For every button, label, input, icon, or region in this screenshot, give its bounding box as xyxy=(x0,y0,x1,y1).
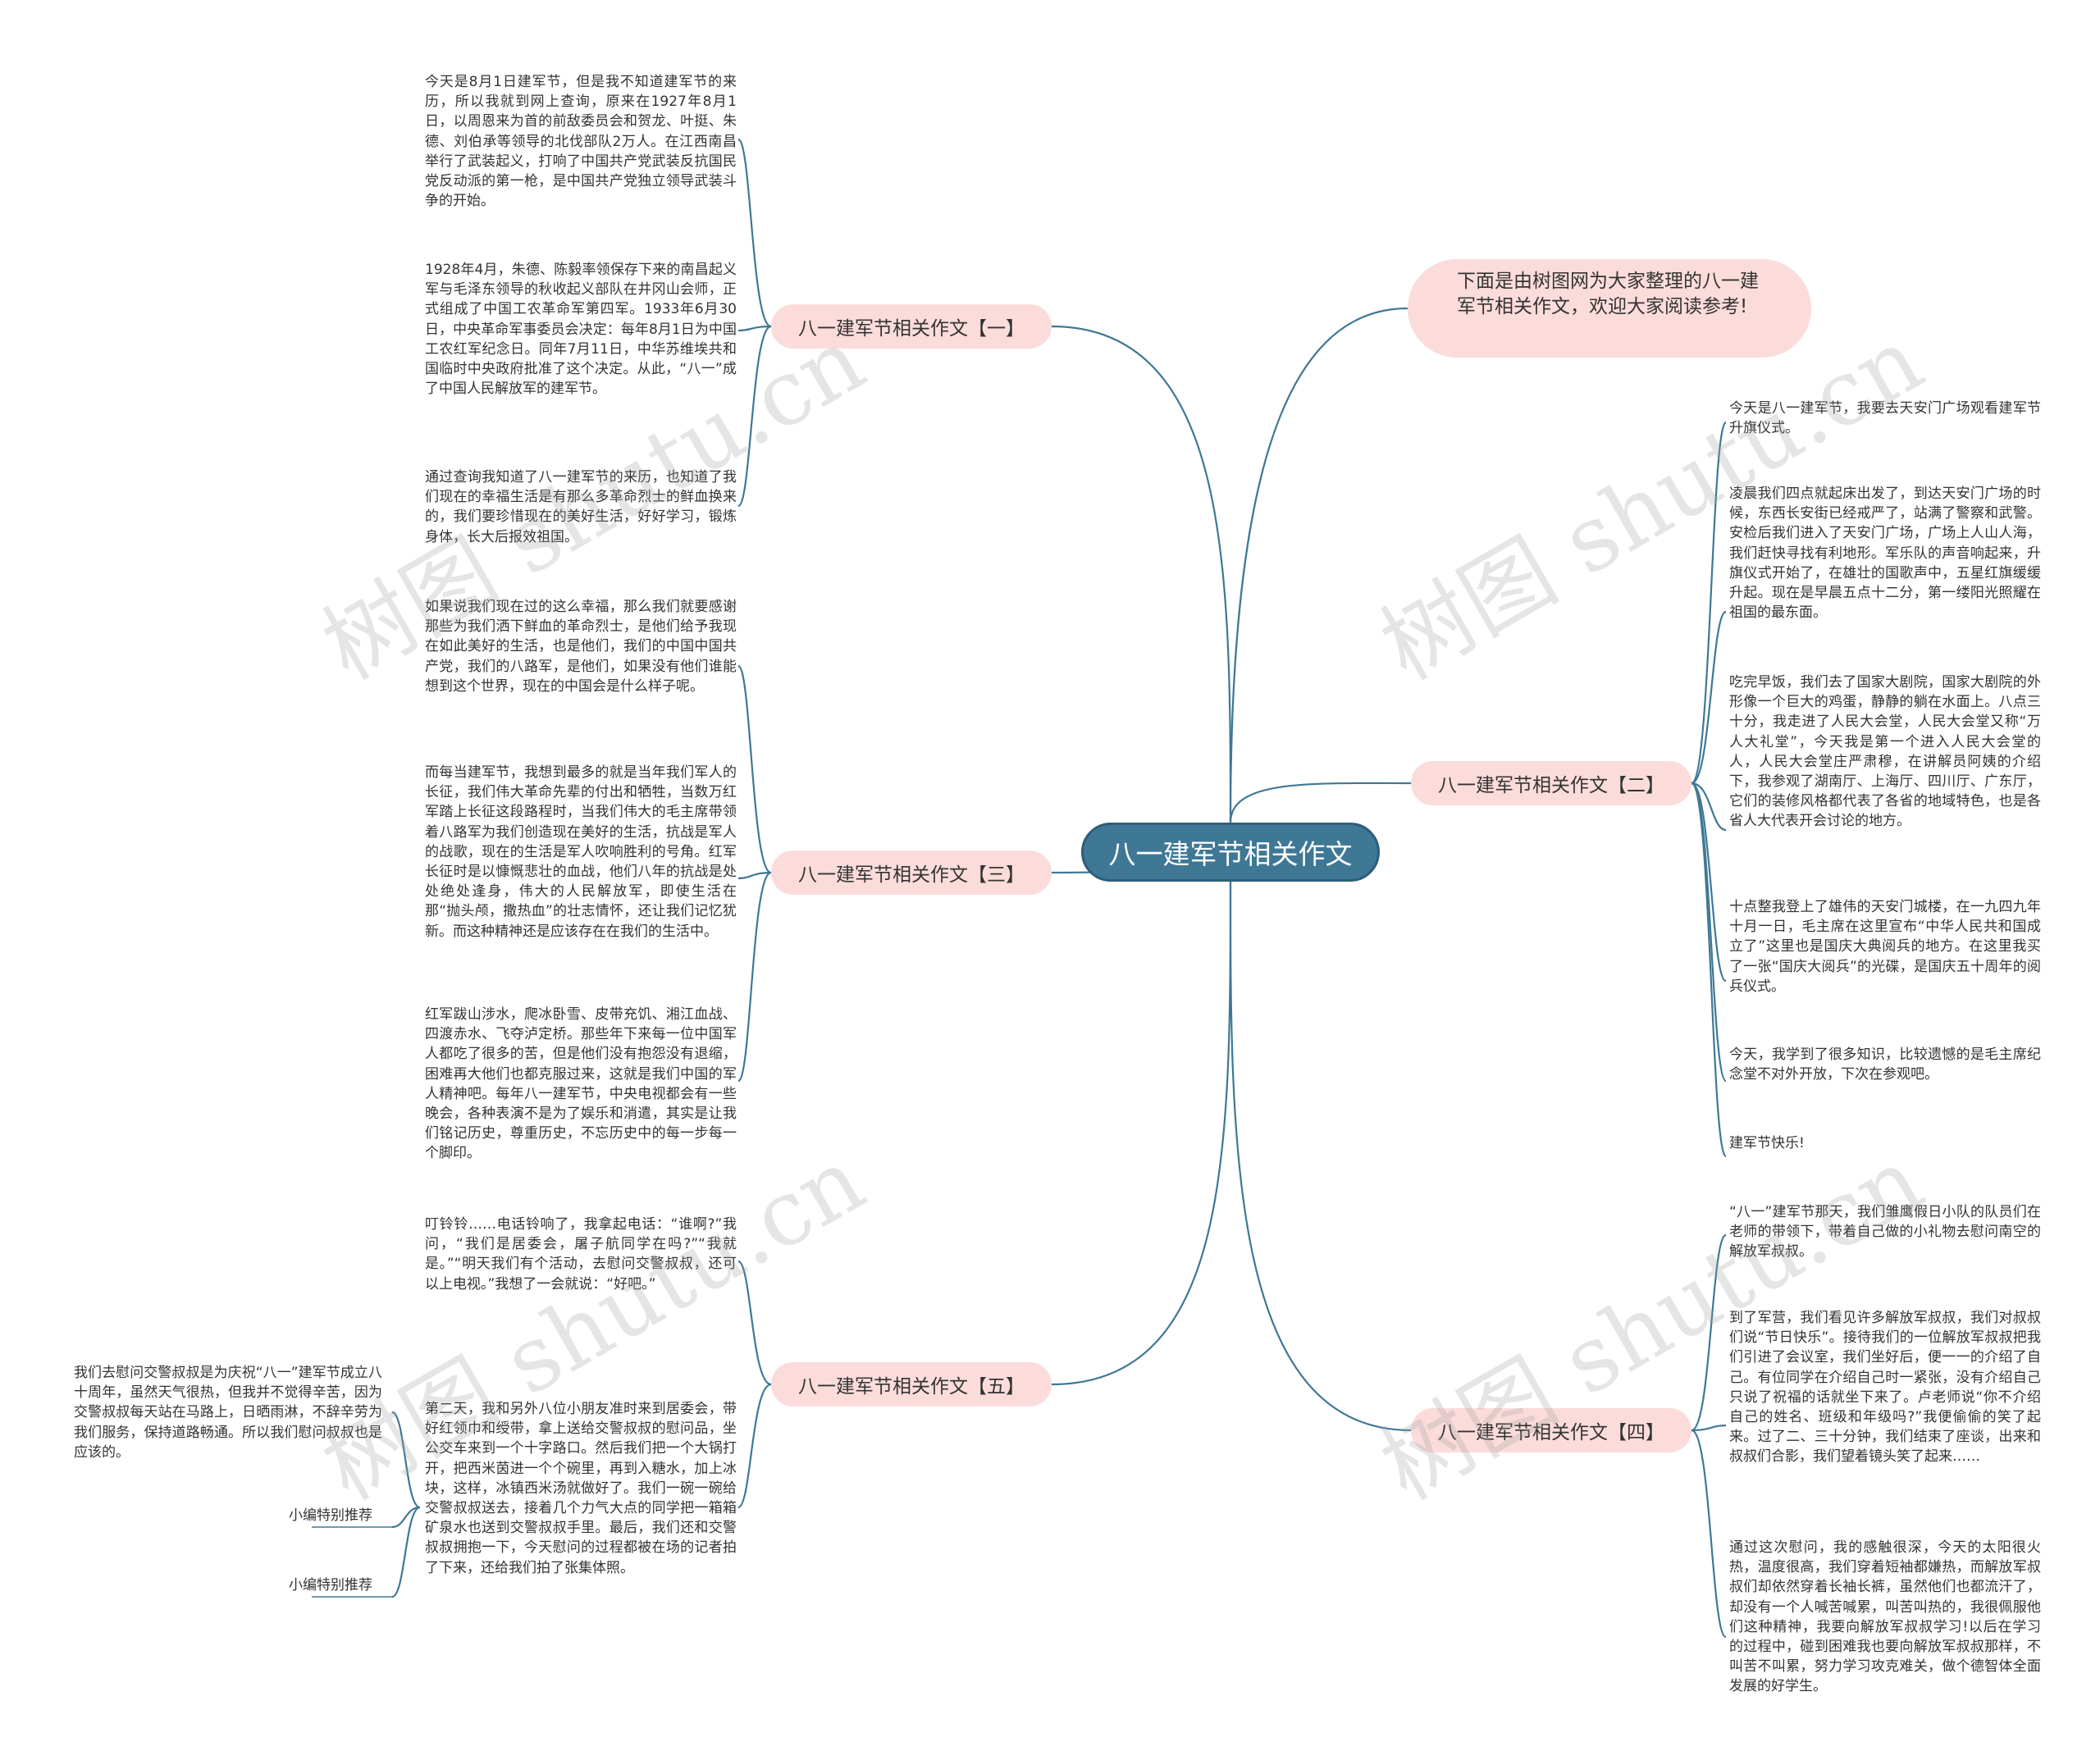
link-center-intro xyxy=(1229,307,1408,823)
leaf-text: 到了军营，我们看见许多解放军叔叔，我们对叔叔们说“节日快乐”。接待我们的一位解放… xyxy=(1729,1310,2041,1466)
branch-label-1: 八一建军节相关作文【一】 xyxy=(798,318,1025,340)
leaf-text: 第二天，我和另外八位小朋友准时来到居委会，带好红领巾和绶带，拿上送给交警叔叔的慰… xyxy=(425,1401,737,1576)
branch-node-1[interactable]: 八一建军节相关作文【一】 xyxy=(771,304,1052,349)
intro-node[interactable]: 下面是由树图网为大家整理的八一建军节相关作文，欢迎大家阅读参考! xyxy=(1408,259,1811,358)
link-b4-leaf1 xyxy=(1691,1233,1728,1432)
leaf-text: 我们去慰问交警叔叔是为庆祝“八一”建军节成立八十周年，虽然天气很热，但我并不觉得… xyxy=(74,1365,382,1461)
link-b4-leaf3 xyxy=(1691,1429,1728,1639)
center-topic[interactable]: 八一建军节相关作文 xyxy=(1081,823,1380,882)
leaf-text: 今天是8月1日建军节，但是我不知道建军节的来历，所以我就到网上查询，原来在192… xyxy=(425,74,737,210)
center-topic-label: 八一建军节相关作文 xyxy=(1108,838,1353,870)
link-b2-leaf4 xyxy=(1691,782,1728,983)
leaf-text: “八一”建军节那天，我们雏鹰假日小队的队员们在老师的带领下，带着自己做的小礼物去… xyxy=(1729,1204,2041,1261)
link-b2-leaf6 xyxy=(1690,782,1728,1158)
recommend-label[interactable]: 小编特别推荐 xyxy=(289,1507,372,1524)
branch-label-4: 八一建军节相关作文【四】 xyxy=(1438,1422,1664,1443)
link-b5sub-text xyxy=(391,1411,421,1509)
leaf-text: 红军跋山涉水，爬冰卧雪、皮带充饥、湘江血战、四渡赤水、飞夺泸定桥。那些年下来每一… xyxy=(425,1006,737,1162)
link-b3-leaf2 xyxy=(737,871,772,880)
link-b3-leaf1 xyxy=(737,664,772,874)
leaf-text: 吃完早饭，我们去了国家大剧院，国家大剧院的外形像一个巨大的鸡蛋，静静的躺在水面上… xyxy=(1729,674,2041,830)
leaf-text: 凌晨我们四点就起床出发了，到达天安门广场的时候，东西长安街已经戒严了，站满了警察… xyxy=(1729,486,2041,622)
leaf-text: 而每当建军节，我想到最多的就是当年我们军人的长征，我们伟大革命先辈的付出和牺牲，… xyxy=(425,764,737,940)
link-center-branch-1 xyxy=(1051,325,1232,823)
leaf-text: 十点整我登上了雄伟的天安门城楼，在一九四九年十月一日，毛主席在这里宣布“中华人民… xyxy=(1729,899,2041,995)
link-b5sub-rec2 xyxy=(391,1506,421,1598)
recommend-label[interactable]: 小编特别推荐 xyxy=(289,1577,372,1594)
link-b2-leaf2 xyxy=(1691,610,1727,785)
link-b1-leaf1 xyxy=(737,138,772,328)
link-b5-leaf1 xyxy=(737,1260,772,1386)
leaf-text: 1928年4月，朱德、陈毅率领保存下来的南昌起义军与毛泽东领导的秋收起义部队在井… xyxy=(425,262,737,398)
branch-label-3: 八一建军节相关作文【三】 xyxy=(798,864,1025,886)
branch-label-2: 八一建军节相关作文【二】 xyxy=(1438,775,1664,796)
leaf-text: 今天，我学到了很多知识，比较遗憾的是毛主席纪念堂不对外开放，下次在参观吧。 xyxy=(1729,1046,2041,1083)
leaf-text: 如果说我们现在过的这么幸福，那么我们就要感谢那些为我们洒下鲜血的革命烈士，是他们… xyxy=(425,599,737,695)
link-center-branch-2 xyxy=(1229,782,1412,823)
link-b1-leaf2 xyxy=(737,325,772,332)
link-b5-leaf2 xyxy=(737,1383,772,1509)
link-b3-leaf3 xyxy=(737,871,772,1083)
leaf-text: 通过查询我知道了八一建军节的来历，也知道了我们现在的幸福生活是有那么多革命烈士的… xyxy=(425,469,737,545)
branch-node-3[interactable]: 八一建军节相关作文【三】 xyxy=(771,850,1052,895)
branch-label-5: 八一建军节相关作文【五】 xyxy=(798,1376,1025,1398)
link-b1-leaf3 xyxy=(737,325,772,508)
leaf-text: 叮铃铃……电话铃响了，我拿起电话：“谁啊?”我问，“我们是居委会，屠子航同学在吗… xyxy=(425,1216,737,1293)
branch-node-4[interactable]: 八一建军节相关作文【四】 xyxy=(1411,1408,1691,1452)
link-center-branch-4 xyxy=(1229,881,1412,1432)
leaf-text: 建军节快乐! xyxy=(1729,1135,1805,1151)
link-center-branch-5 xyxy=(1051,881,1232,1386)
branch-node-5[interactable]: 八一建军节相关作文【五】 xyxy=(771,1362,1052,1407)
leaf-text: 今天是八一建军节，我要去天安门广场观看建军节升旗仪式。 xyxy=(1729,400,2041,437)
link-b2-leaf3 xyxy=(1691,782,1727,832)
branch-node-2[interactable]: 八一建军节相关作文【二】 xyxy=(1411,761,1691,805)
link-b2-leaf1 xyxy=(1690,421,1728,785)
intro-text: 下面是由树图网为大家整理的八一建军节相关作文，欢迎大家阅读参考! xyxy=(1457,271,1759,317)
leaf-text: 通过这次慰问，我的感触很深，今天的太阳很火热，温度很高，我们穿着短袖都嫌热，而解… xyxy=(1729,1539,2041,1695)
link-b4-leaf2 xyxy=(1691,1424,1727,1432)
